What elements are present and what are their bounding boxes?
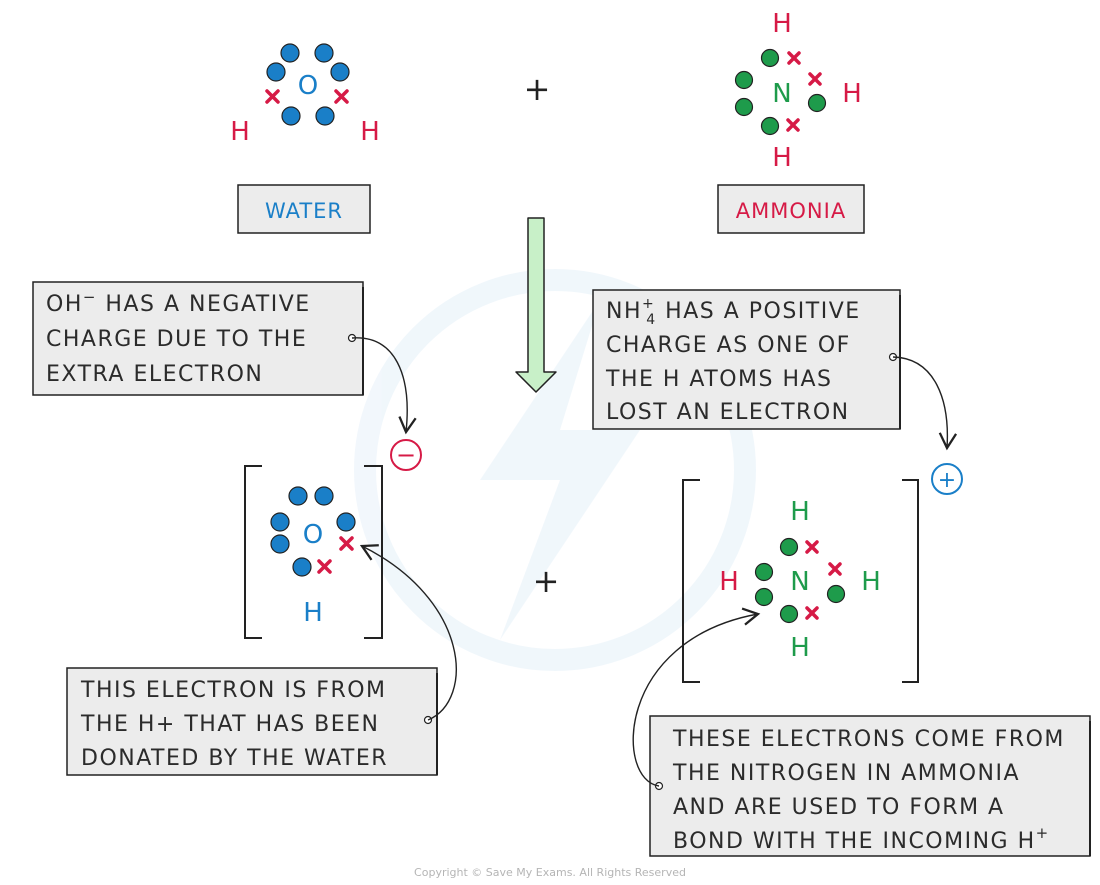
nitrogen-note-line4: BOND WITH THE INCOMING H [673,829,1036,854]
hydrogen-symbol: H [772,9,792,39]
pointer-arrow [632,607,761,787]
electron-dot [315,106,335,126]
nh4-note-line3: THE H ATOMS HAS [605,367,833,392]
electron-note-line3: DONATED BY THE WATER [81,746,388,771]
electron-dot [754,587,774,607]
positive-charge-badge: + [931,463,963,495]
nitrogen-note-box: THESE ELECTRONS COME FROM THE NITROGEN I… [649,715,1091,857]
oxygen-symbol: O [298,71,318,101]
plus-sign: + [524,70,551,108]
acid-base-diagram: O H H WATER + H N H H AMMONIA [32,9,1091,857]
oh-charge-sup: − [83,288,97,306]
nitrogen-note-line2: THE NITROGEN IN AMMONIA [672,761,1020,786]
right-bracket [364,465,383,639]
nh4-note-line2: CHARGE AS ONE OF [606,333,851,358]
electron-dot [760,116,780,136]
electron-note-line2: THE H+ THAT HAS BEEN [80,712,380,737]
nh4-note-line1: HAS A POSITIVE [657,299,861,324]
electron-dot [292,557,312,577]
pointer-arrow [892,356,958,451]
water-molecule: O H H [230,43,380,147]
nitrogen-note-line3: AND ARE USED TO FORM A [673,795,1005,820]
reaction-arrow [515,217,557,393]
ammonia-molecule: H N H H [734,9,862,173]
oh-note-line2: CHARGE DUE TO THE [46,327,307,352]
oh-note-box: OH− HAS A NEGATIVE CHARGE DUE TO THE EXT… [32,281,364,396]
svg-text:BOND WITH THE INCOMING H+: BOND WITH THE INCOMING H+ [673,824,1050,854]
right-bracket [902,479,919,683]
electron-dot [288,486,308,506]
electron-dot [314,486,334,506]
electron-dot [266,62,286,82]
svg-text:NH+4 HAS A POSITIVE: NH+4 HAS A POSITIVE [606,296,861,328]
oh-note-line1: HAS A NEGATIVE [97,292,311,317]
electron-cross [787,51,801,65]
electron-dot [336,512,356,532]
incoming-h-charge-sup: + [1036,824,1050,842]
electron-dot [826,584,846,604]
nh4-formula: NH [606,299,642,324]
electron-dot [807,93,827,113]
electron-note-line1: THIS ELECTRON IS FROM [80,678,387,703]
electron-cross [334,89,349,104]
electron-dot [734,97,754,117]
watermark-logo [354,269,756,671]
hydrogen-symbol: H [842,79,862,109]
electron-dot [281,106,301,126]
nitrogen-note-line1: THESE ELECTRONS COME FROM [672,727,1065,752]
electron-dot [270,534,290,554]
oxygen-symbol: O [303,520,323,550]
ammonium-ion: H H N H H [682,479,919,683]
electron-cross [805,540,819,554]
electron-note-box: THIS ELECTRON IS FROM THE H+ THAT HAS BE… [66,667,438,776]
electron-dot [754,562,774,582]
copyright-notice: Copyright © Save My Exams. All Rights Re… [414,866,686,879]
nh4-subscript: 4 [646,312,656,328]
hydrogen-symbol: H [861,567,881,597]
electron-dot [270,512,290,532]
nitrogen-symbol: N [790,567,809,597]
ammonia-label-box: AMMONIA [717,184,865,234]
electron-dot [330,62,350,82]
electron-dot [779,537,799,557]
electron-cross [786,118,800,132]
nitrogen-symbol: N [772,79,791,109]
electron-dot [734,70,754,90]
left-bracket [244,465,262,639]
water-label-box: WATER [237,184,371,234]
oh-note-line3: EXTRA ELECTRON [46,362,263,387]
nh4-note-line4: LOST AN ELECTRON [606,400,850,425]
hydrogen-symbol: H [772,143,792,173]
electron-dot [314,43,334,63]
electron-cross [265,89,280,104]
hydrogen-symbol: H [303,598,323,628]
hydrogen-symbol: H [360,117,380,147]
oh-formula: OH [46,292,83,317]
water-label: WATER [265,199,343,223]
hydroxide-ion: O H [244,465,383,639]
electron-cross [339,536,354,551]
nh4-note-box: NH+4 HAS A POSITIVE CHARGE AS ONE OF THE… [592,289,901,430]
electron-cross [808,72,822,86]
pointer-arrow [351,337,417,435]
pointer-arrow [359,544,457,721]
ammonia-label: AMMONIA [736,199,846,223]
plus-sign: + [533,562,560,600]
hydrogen-symbol: H [790,633,810,663]
electron-cross [805,606,819,620]
electron-cross [828,562,842,576]
hydrogen-symbol: H [719,567,739,597]
svg-text:OH− HAS A NEGATIVE: OH− HAS A NEGATIVE [46,288,311,317]
electron-dot [760,48,780,68]
negative-charge-symbol: − [396,441,416,469]
positive-charge-symbol: + [938,468,956,493]
nh4-charge-sup: + [642,296,655,312]
negative-charge-badge: − [390,439,422,471]
hydrogen-symbol: H [790,497,810,527]
left-bracket [682,479,700,683]
hydrogen-symbol: H [230,117,250,147]
electron-cross [317,559,332,574]
electron-dot [280,43,300,63]
electron-dot [779,604,799,624]
